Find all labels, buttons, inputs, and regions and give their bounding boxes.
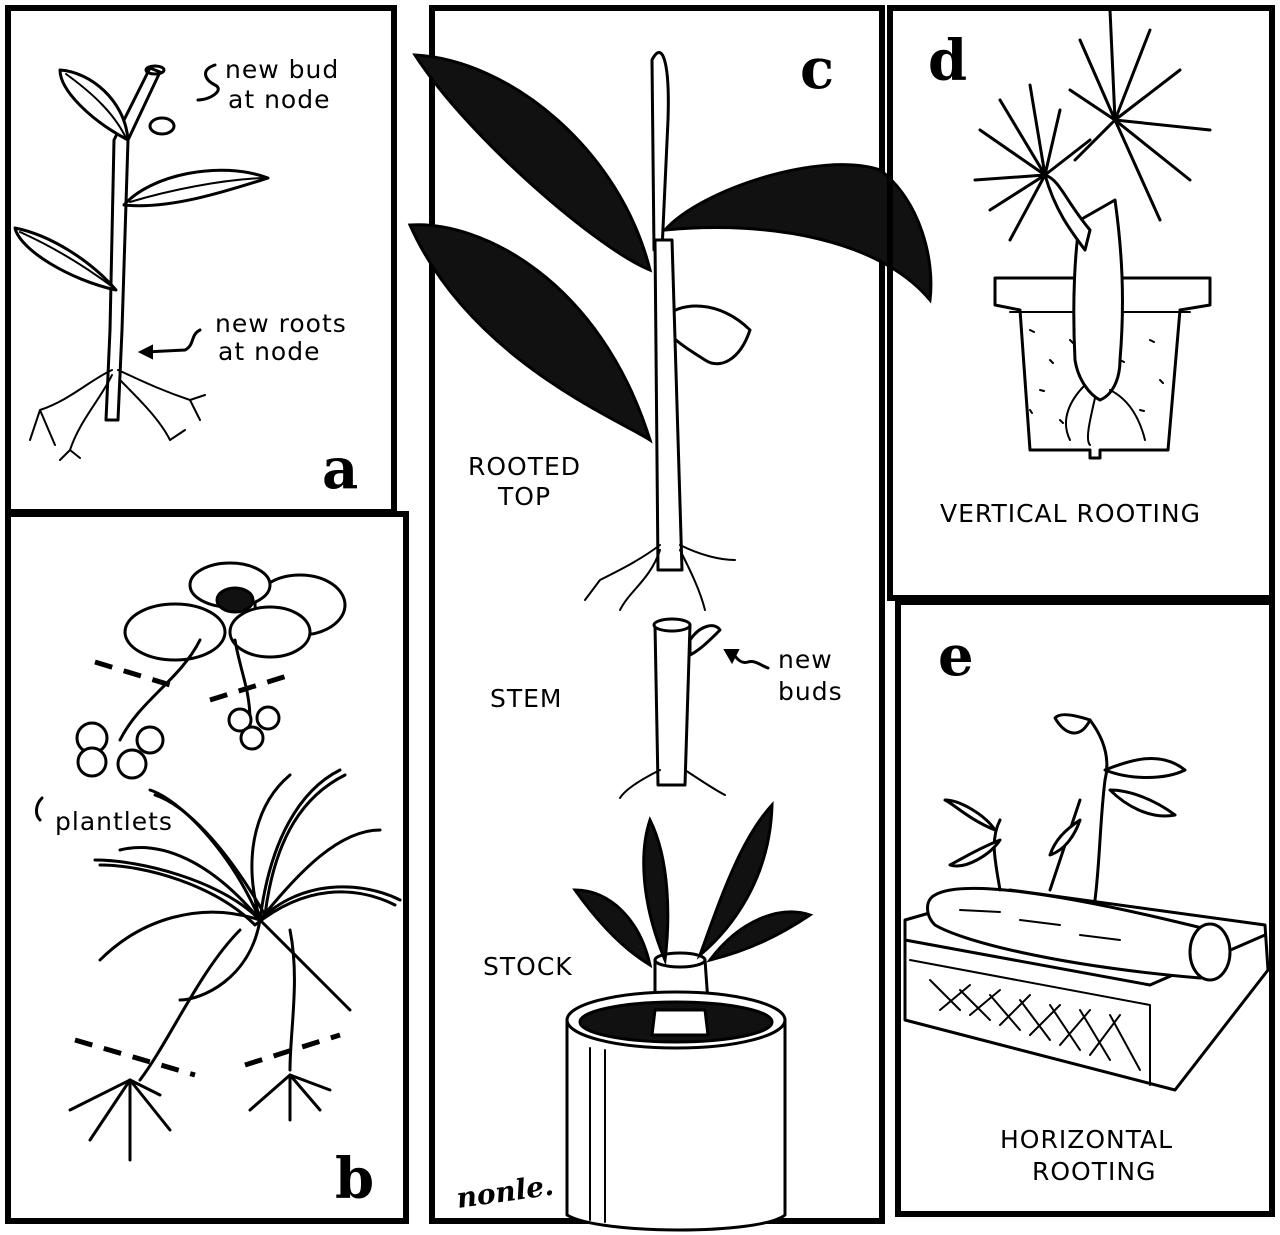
panel-c: ROOTED TOP STEM new buds STOCK c nonle.: [410, 8, 931, 1230]
panel-letter-b: b: [335, 1146, 374, 1212]
vertical-rooting-icon: [975, 10, 1210, 458]
panel-a: new bud at node new roots at node a: [8, 8, 394, 512]
panel-e: HORIZONTAL ROOTING e: [898, 602, 1272, 1214]
label-new-bud-line1: new bud: [225, 55, 339, 84]
label-stock: STOCK: [483, 952, 573, 981]
artist-signature: nonle.: [454, 1169, 555, 1215]
label-top: TOP: [497, 482, 551, 511]
label-new-buds-line1: new: [778, 645, 833, 674]
dieffenbachia-icon: [410, 53, 931, 1231]
label-new-roots-line1: new roots: [215, 309, 347, 338]
label-rooted: ROOTED: [468, 452, 581, 481]
panel-letter-c: c: [800, 36, 834, 102]
caption-horizontal: HORIZONTAL: [1000, 1125, 1173, 1154]
caption-rooting: ROOTING: [1032, 1157, 1156, 1186]
strawberry-runner-icon: [77, 563, 345, 778]
label-stem: STEM: [490, 684, 563, 713]
label-new-buds-line2: buds: [778, 677, 843, 706]
panel-letter-d: d: [928, 28, 967, 94]
plant-cutting-icon: [15, 65, 268, 460]
pot-icon: [567, 992, 785, 1230]
panel-d: VERTICAL ROOTING d: [890, 8, 1272, 598]
caption-vertical-rooting: VERTICAL ROOTING: [940, 499, 1201, 528]
panel-b: plantlets b: [8, 514, 406, 1221]
label-new-bud-line2: at node: [228, 85, 330, 114]
tray-icon: [905, 715, 1268, 1090]
label-plantlets: plantlets: [55, 807, 173, 836]
panel-letter-a: a: [322, 436, 358, 502]
label-new-roots-line2: at node: [218, 337, 320, 366]
panel-letter-e: e: [938, 623, 974, 689]
